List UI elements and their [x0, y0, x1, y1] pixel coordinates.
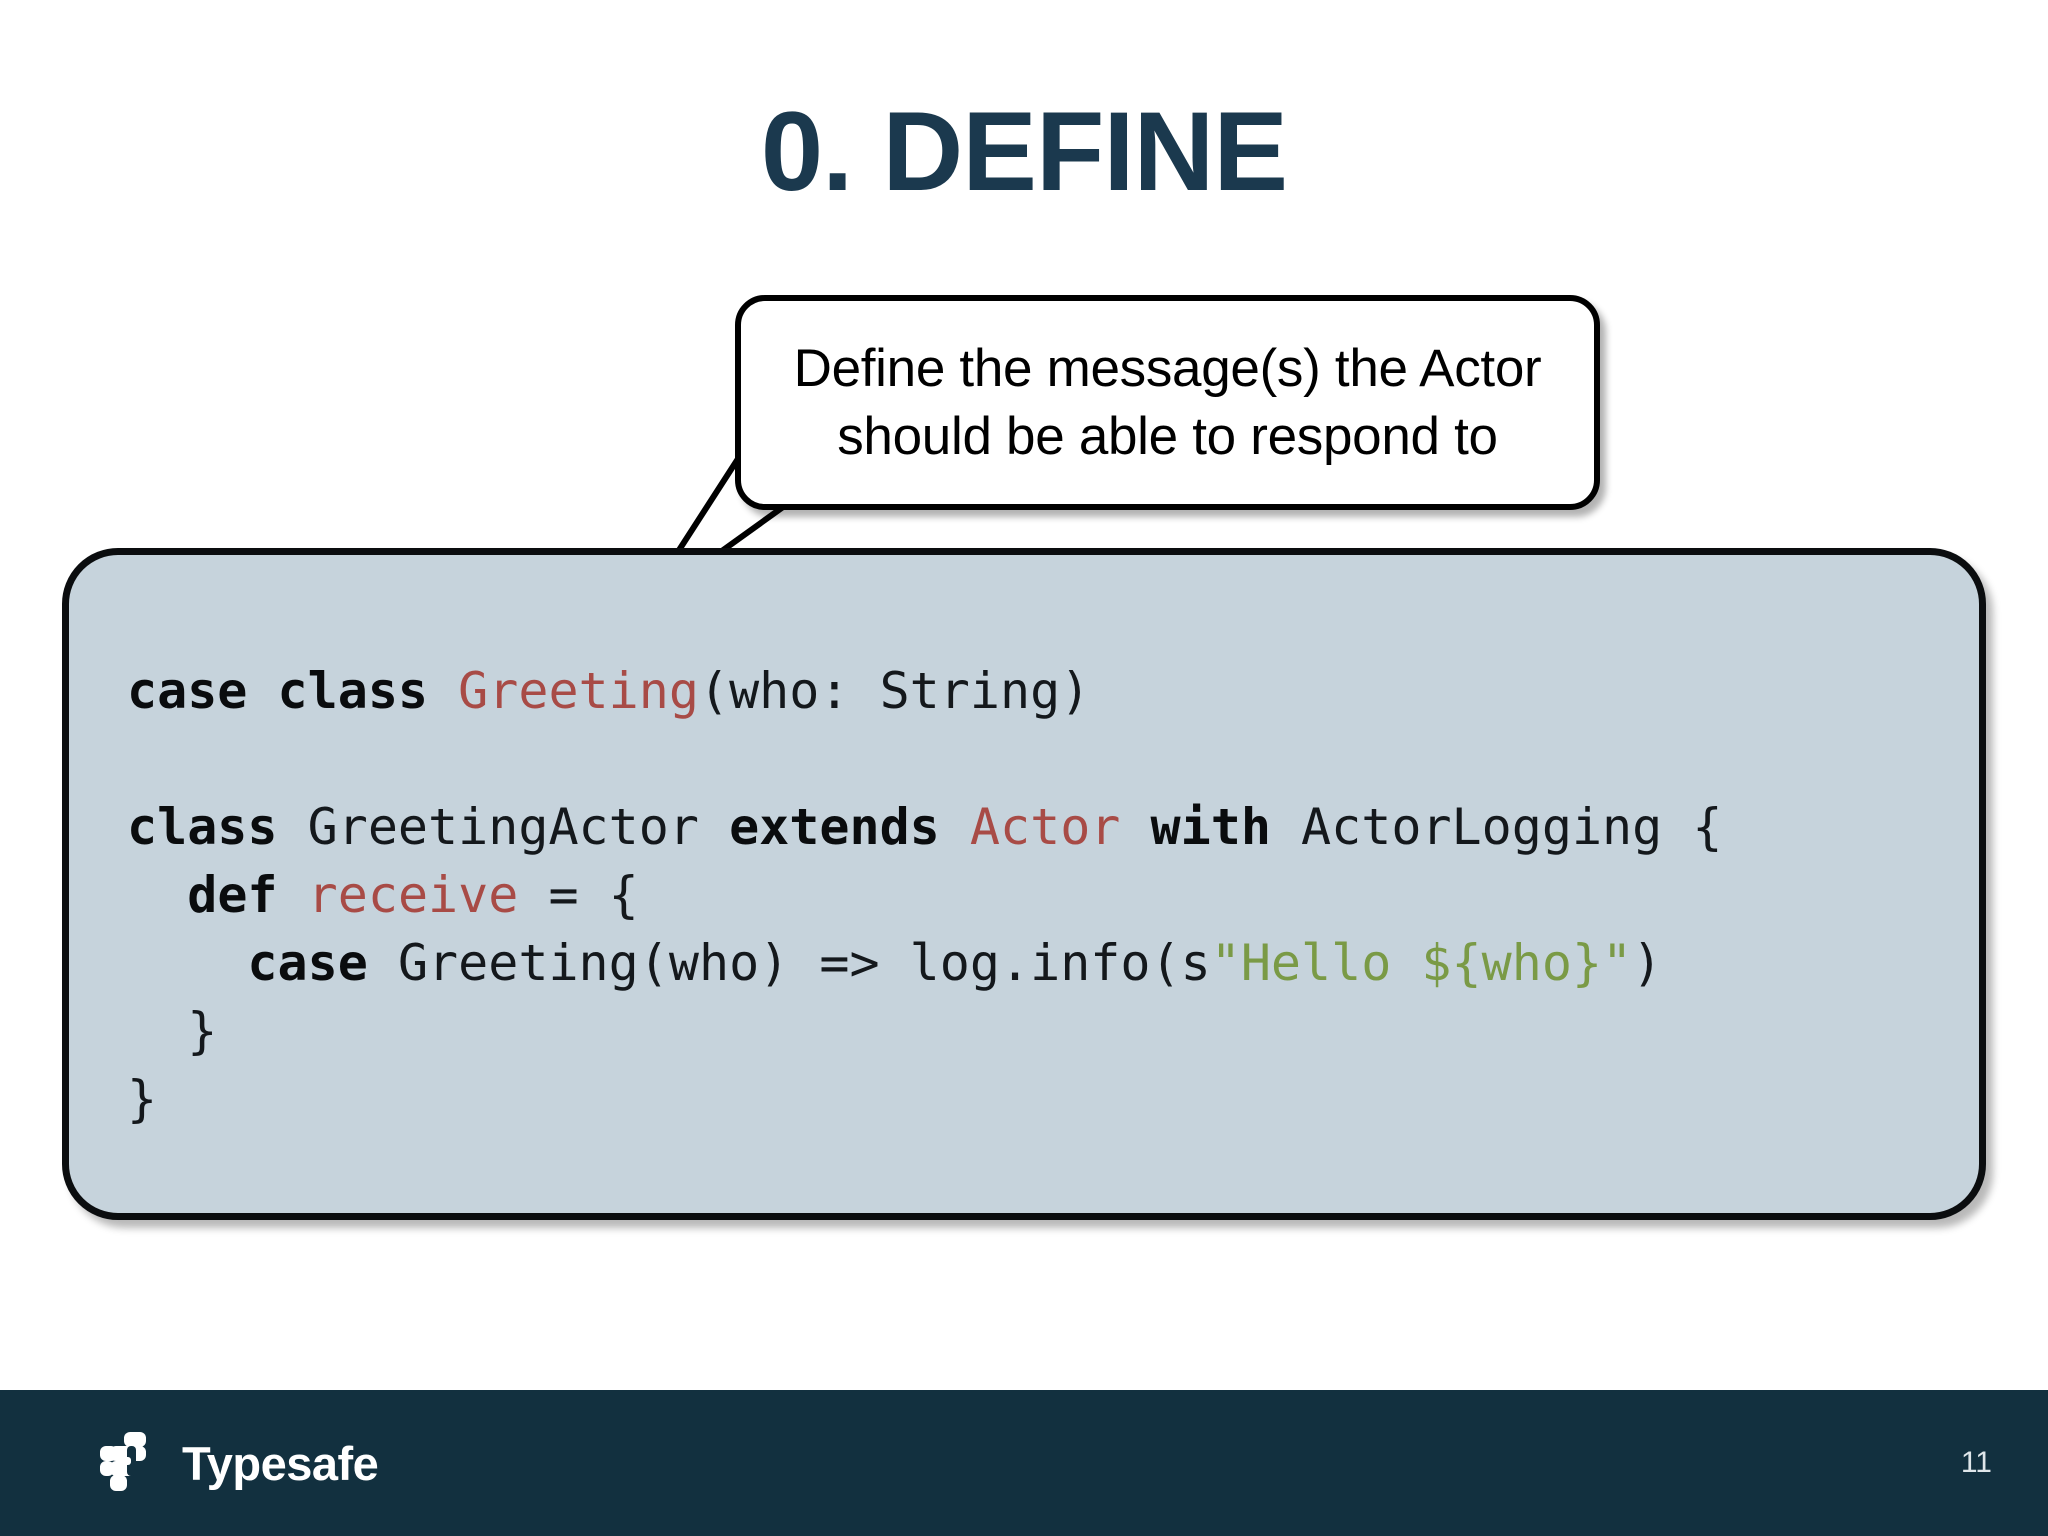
code-token: ): [1632, 934, 1663, 992]
code-token: Actor: [969, 798, 1151, 856]
code-line: }: [127, 997, 1722, 1065]
code-token: "Hello ${who}": [1210, 934, 1633, 992]
typesafe-logo-icon: [100, 1432, 146, 1491]
code-token: = {: [518, 866, 639, 924]
code-block: case class Greeting(who: String) class Gr…: [127, 657, 1722, 1133]
code-token: Greeting(who) => log.info(s: [397, 934, 1211, 992]
callout-bubble-body: Define the message(s) the Actor should b…: [735, 295, 1600, 510]
code-panel: case class Greeting(who: String) class Gr…: [62, 548, 1986, 1220]
code-line: case Greeting(who) => log.info(s"Hello $…: [127, 929, 1722, 997]
annotation-callout: Define the message(s) the Actor should b…: [638, 295, 1600, 612]
code-line: [127, 725, 1722, 793]
code-token: [127, 866, 187, 924]
code-token: extends: [729, 798, 970, 856]
code-token: with: [1150, 798, 1302, 856]
code-token: ActorLogging {: [1301, 798, 1723, 856]
page-title: 0. DEFINE: [760, 89, 1288, 214]
code-token: Greeting: [458, 662, 699, 720]
callout-text-line-1: Define the message(s) the Actor: [793, 338, 1542, 398]
brand-name: Typesafe: [182, 1436, 379, 1490]
code-token: def: [187, 866, 308, 924]
code-line: case class Greeting(who: String): [127, 657, 1722, 725]
code-token: }: [127, 1070, 158, 1128]
code-token: }: [127, 1002, 218, 1060]
code-token: class: [127, 798, 308, 856]
code-token: receive: [307, 866, 519, 924]
code-line: }: [127, 1065, 1722, 1133]
code-token: (who: String): [698, 662, 1091, 720]
code-token: [127, 934, 247, 992]
page-number: 11: [1960, 1446, 1992, 1479]
code-token: GreetingActor: [307, 798, 730, 856]
code-token: case class: [127, 662, 459, 720]
callout-text: Define the message(s) the Actor should b…: [768, 335, 1568, 471]
footer-bar: Typesafe 11: [0, 1390, 2048, 1536]
code-line: def receive = {: [127, 861, 1722, 929]
callout-text-line-2: should be able to respond to: [837, 406, 1498, 466]
code-token: case: [247, 934, 398, 992]
code-line: class GreetingActor extends Actor with A…: [127, 793, 1722, 861]
brand-lockup: Typesafe: [98, 1430, 379, 1496]
